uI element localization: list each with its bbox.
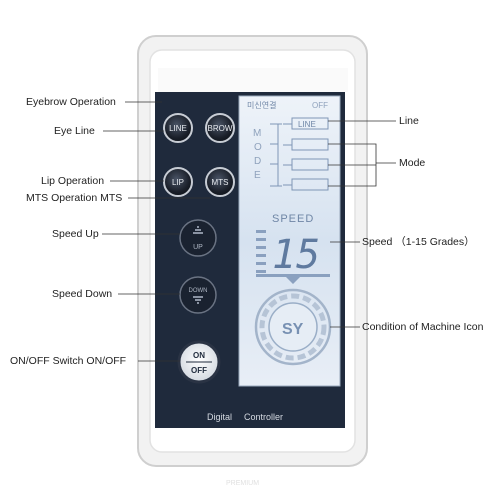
mts-button[interactable]: MTS	[205, 167, 235, 197]
line-button-label: LINE	[169, 124, 187, 133]
mode-letter-e: E	[254, 170, 261, 181]
speed-readout-frame	[256, 230, 330, 284]
speed-title: SPEED	[272, 213, 314, 225]
right-callout-lines	[328, 120, 396, 328]
speed-up-label: UP	[193, 244, 203, 251]
callout-lip-operation: Lip Operation	[41, 175, 105, 187]
brow-button-label: BROW	[208, 124, 233, 133]
lip-button[interactable]: LIP	[163, 167, 193, 197]
lip-button-label: LIP	[172, 178, 184, 187]
line-button[interactable]: LINE	[163, 113, 193, 143]
mode-bracket	[270, 123, 282, 187]
mode-letter-m: M	[253, 128, 261, 139]
mode-box-line-label: LINE	[298, 120, 316, 129]
mode-letter-o: O	[254, 142, 262, 153]
speed-value: 15	[272, 232, 320, 278]
callout-condition-icon: Condition of Machine Icon	[362, 321, 484, 333]
mode-boxes	[283, 117, 329, 191]
footer-controller: Controller	[244, 412, 283, 422]
speed-down-button[interactable]: DOWN	[179, 276, 217, 314]
mode-letter-d: D	[254, 156, 261, 167]
down-arrow-icon	[193, 296, 203, 304]
callout-line: Line	[399, 115, 419, 127]
mts-button-label: MTS	[212, 178, 229, 187]
condition-icon-logo: SY	[282, 321, 304, 338]
on-off-switch[interactable]: ON OFF	[177, 340, 221, 384]
left-callout-lines	[102, 101, 210, 362]
lcd-status-text: 미신연결	[247, 100, 276, 110]
bottom-faint-text: PREMIUM	[226, 480, 259, 487]
callout-eye-line: Eye Line	[54, 125, 95, 137]
callout-eyebrow-operation: Eyebrow Operation	[26, 96, 116, 108]
callout-on-off-switch: ON/OFF Switch ON/OFF	[10, 355, 127, 367]
callout-mts-operation: MTS Operation MTS	[26, 192, 123, 204]
callout-speed-up: Speed Up	[52, 228, 99, 240]
off-label: OFF	[191, 366, 207, 375]
condition-icon: SY	[254, 288, 332, 366]
footer-digital: Digital	[207, 412, 232, 422]
callout-speed-down: Speed Down	[52, 288, 113, 300]
callout-mode: Mode	[399, 157, 426, 169]
brow-button[interactable]: BROW	[205, 113, 235, 143]
speed-down-label: DOWN	[189, 288, 208, 294]
callout-speed-grades: Speed （1-15 Grades）	[362, 236, 475, 248]
up-arrow-icon	[193, 226, 203, 234]
speed-up-button[interactable]: UP	[179, 219, 217, 257]
lcd-off-text: OFF	[312, 101, 328, 110]
on-label: ON	[193, 351, 205, 360]
